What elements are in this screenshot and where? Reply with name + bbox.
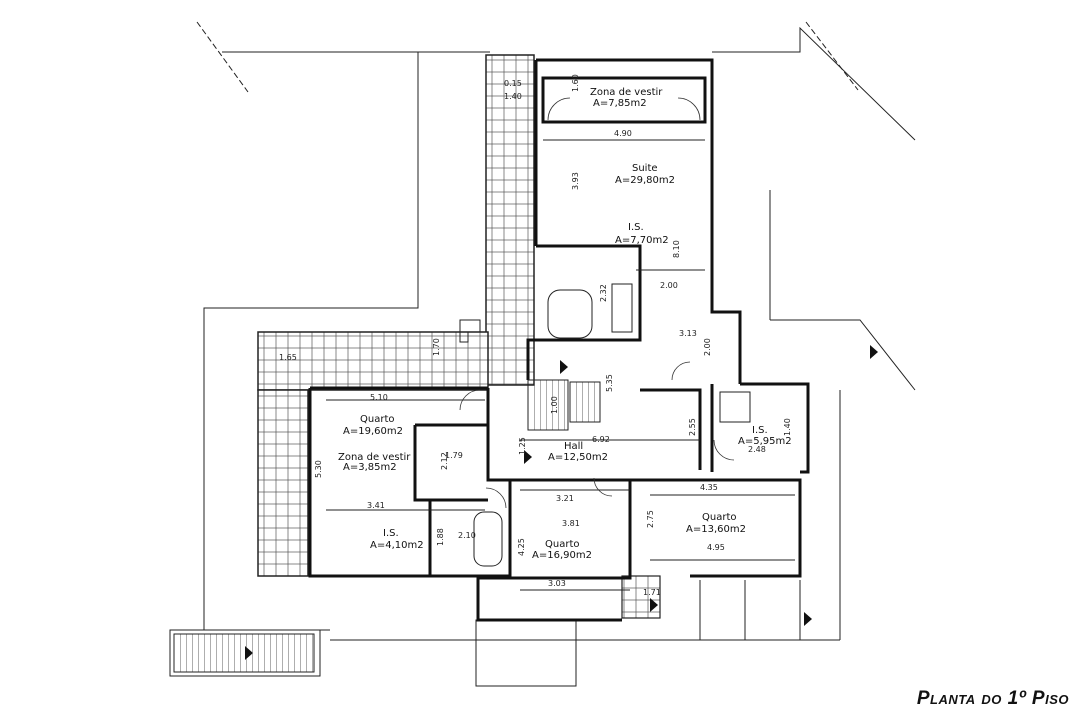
dim-label: 2.12 (440, 452, 449, 470)
dim-label: 2.55 (688, 418, 697, 436)
dim-label: 1.88 (436, 528, 445, 546)
dim-label: 1.70 (432, 338, 441, 356)
room-area-is-suite: A=7,70m2 (615, 235, 669, 246)
room-name-is-1: I.S. (383, 528, 399, 539)
room-name-hall: Hall (564, 441, 583, 452)
room-area-is-2: A=5,95m2 (738, 436, 792, 447)
dim-label: 4.95 (707, 543, 725, 552)
dim-label: 2.75 (646, 510, 655, 528)
room-area-quarto-3: A=13,60m2 (686, 524, 746, 535)
dim-label: 1.71 (643, 588, 661, 597)
dim-label: 2.00 (703, 338, 712, 356)
dim-label: 4.35 (700, 483, 718, 492)
dim-label: 8.10 (672, 240, 681, 258)
room-area-suite: A=29,80m2 (615, 175, 675, 186)
dim-label: 1.65 (279, 353, 297, 362)
dim-label: 1.40 (783, 418, 792, 436)
dim-label: 3.13 (679, 329, 697, 338)
dim-label: 1.79 (445, 451, 463, 460)
dim-label: 5.35 (605, 374, 614, 392)
room-area-zona-vestir-suite: A=7,85m2 (593, 98, 647, 109)
room-name-quarto-2: Quarto (545, 539, 580, 550)
room-area-hall: A=12,50m2 (548, 452, 608, 463)
room-area-quarto-2: A=16,90m2 (532, 550, 592, 561)
dim-label: 3.93 (571, 172, 580, 190)
room-area-quarto-1: A=19,60m2 (343, 426, 403, 437)
dim-label: 0.15 (504, 79, 522, 88)
dim-label: 2.32 (599, 284, 608, 302)
dim-label: 5.10 (370, 393, 388, 402)
room-name-suite: Suite (632, 163, 658, 174)
dim-label: 3.41 (367, 501, 385, 510)
dim-label: 4.25 (517, 538, 526, 556)
room-area-zona-vestir-1: A=3,85m2 (343, 462, 397, 473)
dim-label: 1.40 (504, 92, 522, 101)
dim-label: 6.92 (592, 435, 610, 444)
room-name-zona-vestir-1: Zona de vestir (338, 452, 411, 463)
room-name-quarto-1: Quarto (360, 414, 395, 425)
dim-label: 2.10 (458, 531, 476, 540)
room-name-is-2: I.S. (752, 425, 768, 436)
dim-label: 3.81 (562, 519, 580, 528)
dim-label: 1.25 (518, 437, 527, 455)
room-area-is-1: A=4,10m2 (370, 540, 424, 551)
drawing-title: Planta do 1º Piso (916, 688, 1069, 709)
dim-label: 3.03 (548, 579, 566, 588)
dim-label: 5.30 (314, 460, 323, 478)
room-name-zona-vestir-suite: Zona de vestir (590, 87, 663, 98)
dim-label: 2.00 (660, 281, 678, 290)
room-name-quarto-3: Quarto (702, 512, 737, 523)
dim-label: 2.48 (748, 445, 766, 454)
dim-label: 4.90 (614, 129, 632, 138)
dim-label: 1.60 (571, 74, 580, 92)
room-name-is-suite: I.S. (628, 222, 644, 233)
dim-label: 3.21 (556, 494, 574, 503)
dim-label: 1.00 (550, 396, 559, 414)
